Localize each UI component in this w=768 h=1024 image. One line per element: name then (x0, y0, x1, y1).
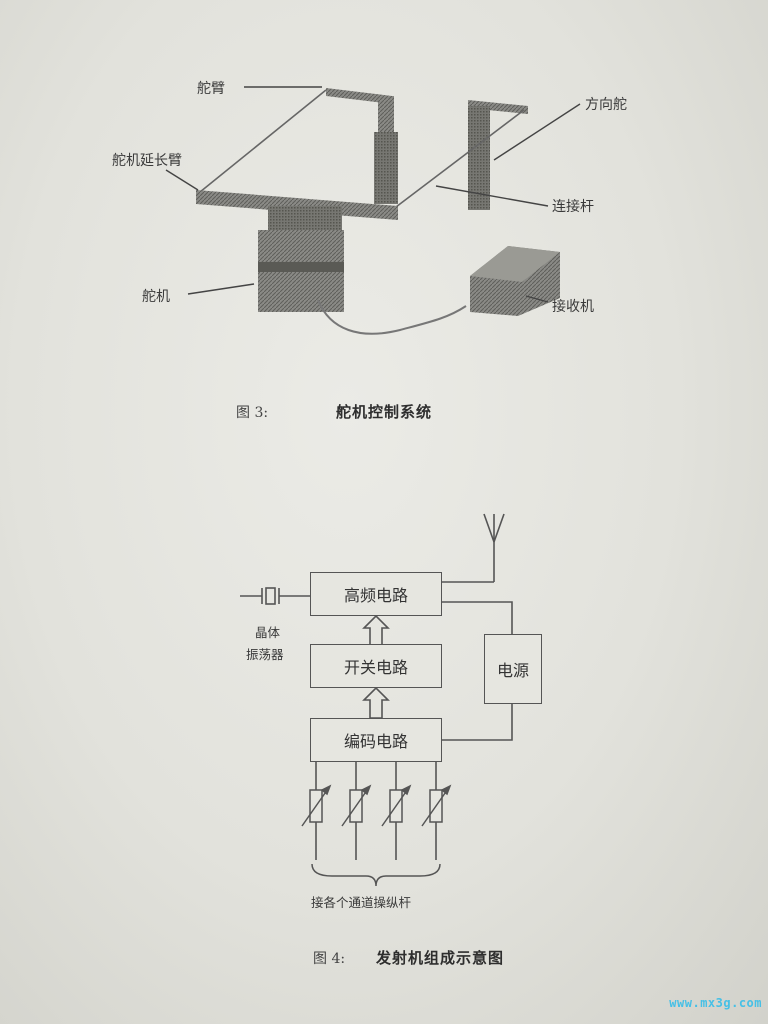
servo-cable (317, 299, 467, 335)
extension-arm-shape (196, 190, 398, 220)
label-extension-arm: 舵机延长臂 (112, 153, 182, 169)
block-power: 电源 (484, 634, 542, 704)
block-hf-circuit: 高频电路 (310, 572, 442, 616)
label-crystal-2: 振荡器 (246, 647, 284, 662)
figure3-leaders (165, 86, 581, 303)
thin-rod-left (199, 89, 327, 193)
block-encode-circuit: 编码电路 (310, 718, 442, 762)
antenna-left-prong (483, 513, 495, 543)
arrow-switch-to-hf (362, 614, 390, 647)
label-link-rod: 连接杆 (552, 199, 594, 215)
label-rudder: 方向舵 (585, 97, 627, 113)
figure3-title: 舵机控制系统 (336, 403, 433, 421)
brace (311, 863, 441, 887)
wire-power-encode (442, 702, 513, 741)
label-channel-sticks: 接各个通道操纵杆 (311, 895, 412, 910)
rudder-shape (468, 100, 528, 210)
potentiometers (301, 784, 452, 827)
label-receiver: 接收机 (552, 299, 594, 315)
label-arm: 舵臂 (197, 81, 225, 97)
label-servo: 舵机 (142, 289, 170, 305)
figure3-number: 图 3: (236, 405, 269, 421)
antenna-right-prong (493, 513, 505, 543)
servo-arm-shape (326, 88, 394, 136)
site-watermark: www.mx3g.com (669, 996, 762, 1010)
block-switch-circuit: 开关电路 (310, 644, 442, 688)
crystal-body (265, 587, 276, 605)
figure4-title: 发射机组成示意图 (376, 949, 505, 967)
wire-power-hf (442, 601, 513, 634)
left-tower-shape (374, 132, 398, 204)
link-rod-shape (391, 109, 525, 211)
arrow-encode-to-switch (362, 686, 390, 719)
label-crystal-1: 晶体 (255, 625, 281, 640)
hollow-arrows (362, 614, 390, 719)
figure4-number: 图 4: (313, 951, 346, 967)
servo-body-shape (258, 206, 344, 312)
